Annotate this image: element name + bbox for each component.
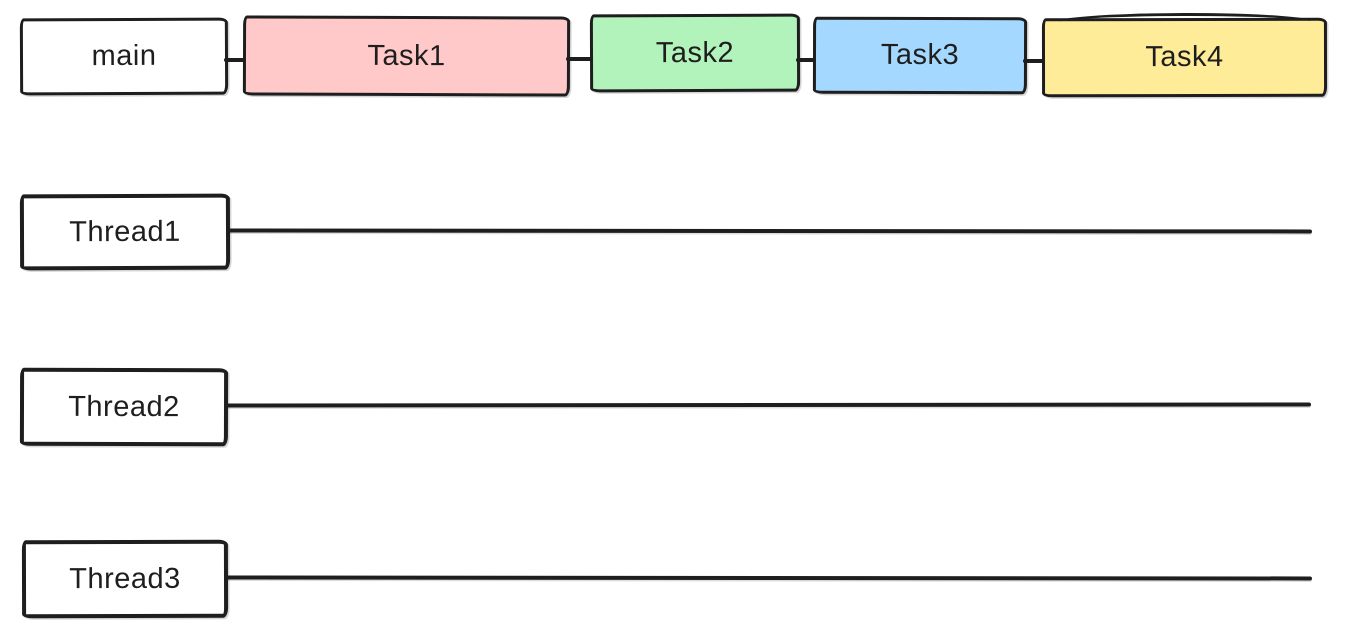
connector-main-task1 bbox=[224, 58, 246, 62]
thread3-label: Thread3 bbox=[69, 562, 181, 595]
node-task3-label: Task3 bbox=[880, 38, 960, 72]
node-main: main bbox=[19, 17, 229, 96]
node-task1: Task1 bbox=[242, 15, 571, 97]
node-task4-label: Task4 bbox=[1145, 40, 1224, 74]
overdraw-stroke bbox=[1050, 12, 1319, 34]
thread2-timeline bbox=[225, 402, 1312, 407]
thread1-box: Thread1 bbox=[19, 193, 231, 271]
thread3-box: Thread3 bbox=[21, 539, 229, 619]
node-main-label: main bbox=[91, 39, 157, 73]
connector-task3-task4 bbox=[1023, 59, 1045, 63]
node-task4: Task4 bbox=[1041, 12, 1328, 98]
thread1-timeline bbox=[227, 228, 1313, 233]
node-task1-label: Task1 bbox=[367, 39, 446, 72]
node-task2: Task2 bbox=[589, 13, 801, 93]
thread1-label: Thread1 bbox=[69, 215, 181, 248]
thread2-label: Thread2 bbox=[68, 390, 180, 423]
node-task2-label: Task2 bbox=[655, 36, 735, 69]
connector-task1-task2 bbox=[566, 57, 593, 61]
node-task3: Task3 bbox=[812, 16, 1028, 95]
thread3-timeline bbox=[225, 575, 1313, 580]
connector-task2-task3 bbox=[796, 58, 816, 62]
thread2-box: Thread2 bbox=[19, 367, 229, 447]
